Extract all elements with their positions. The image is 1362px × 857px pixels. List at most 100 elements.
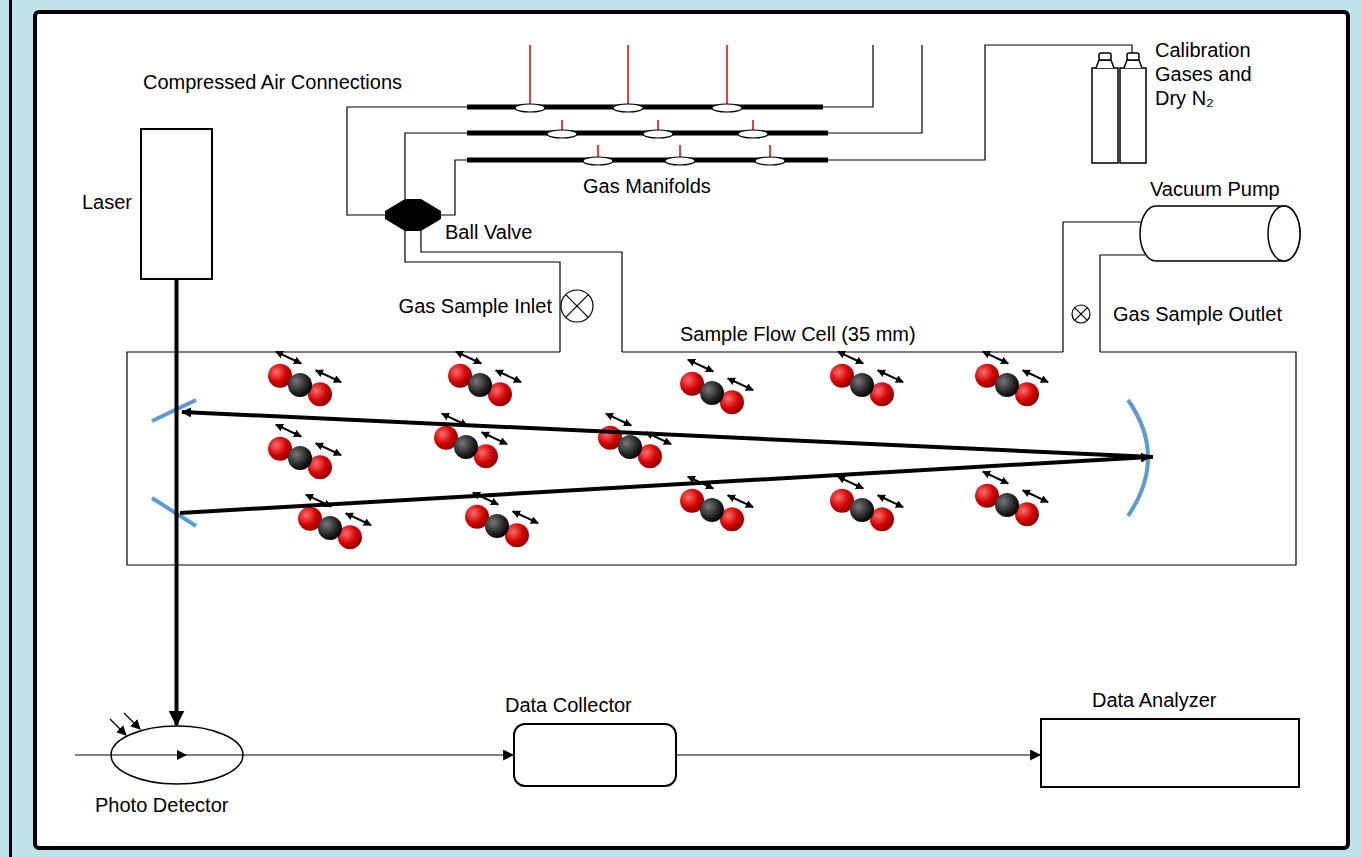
gas-manifold (467, 107, 828, 160)
vacuum-pump-outline (1140, 205, 1300, 262)
drawing-part (1120, 68, 1146, 163)
part-label: Gas Manifolds (583, 174, 711, 198)
cell-wall (622, 351, 1063, 352)
vibration-arrow (878, 370, 903, 382)
drawing-part (769, 145, 771, 157)
drawing-part (547, 130, 577, 138)
drawing-part (186, 754, 244, 755)
vibration-arrow (838, 477, 863, 489)
co2-molecule (598, 414, 671, 469)
carbon-atom (700, 381, 724, 405)
co2-molecule (268, 425, 341, 480)
vibration-arrow (983, 472, 1008, 484)
outlet-valve (1072, 305, 1090, 323)
co2-molecule (448, 352, 521, 407)
drawing-part (828, 45, 1132, 160)
node-label: Laser (82, 190, 132, 214)
vibration-arrow (513, 511, 538, 523)
part-label: Compressed Air Connections (143, 70, 402, 94)
drawing-part (529, 45, 531, 104)
gas-cylinder (1092, 53, 1146, 163)
drawing-part (823, 45, 873, 107)
laser-beam (175, 280, 179, 725)
vacuum-pump: Vacuum Pump (1140, 205, 1300, 262)
co2-molecule (830, 477, 903, 532)
drawing-part (182, 412, 1153, 457)
drawing-part (124, 713, 140, 729)
vibration-arrow (316, 370, 341, 382)
drawing-part (1092, 68, 1118, 163)
air-supply-lines (530, 45, 770, 157)
drawing-part (738, 130, 768, 138)
signal-line (75, 713, 244, 755)
carbon-atom (318, 516, 342, 540)
drawing-part (515, 104, 545, 112)
node-label: Sample Flow Cell (35 mm) (680, 322, 916, 346)
laser-beam (180, 412, 1153, 513)
vibration-arrow (496, 370, 521, 382)
signal-connector (244, 754, 513, 755)
carbon-atom (454, 435, 478, 459)
drawing-part (1072, 305, 1090, 323)
carbon-atom (485, 514, 509, 538)
drawing-part (110, 719, 126, 735)
vibration-arrow (688, 360, 713, 372)
part-label: Ball Valve (445, 220, 532, 244)
vibration-arrow (1023, 370, 1048, 382)
drawing-part (1063, 222, 1145, 352)
co2-molecule (680, 360, 753, 415)
drawing-part (583, 157, 613, 165)
detector-ellipse (111, 726, 243, 784)
drawing-part (180, 457, 1150, 513)
node-label: Photo Detector (95, 793, 228, 817)
node-label: Vacuum Pump (1150, 177, 1280, 201)
laser-box: Laser (140, 128, 213, 280)
carbon-atom (288, 373, 312, 397)
drawing-part (752, 120, 754, 130)
vibration-arrow (606, 414, 631, 426)
drawing-part (561, 120, 563, 130)
part-label: Calibration Gases and Dry N₂ (1155, 38, 1280, 110)
co2-molecule (830, 352, 903, 407)
side-frame (0, 0, 12, 857)
drawing-part (405, 133, 467, 199)
drawing-part (755, 157, 785, 165)
carbon-atom (850, 498, 874, 522)
drawing-part (561, 290, 593, 322)
vibration-arrow (316, 443, 341, 455)
manifold-valve (515, 104, 785, 165)
node-label: Data Collector (505, 693, 632, 717)
drawing-part (613, 104, 643, 112)
vibration-arrow (983, 352, 1008, 364)
drawing-part (679, 145, 681, 157)
co2-molecules (268, 352, 1048, 550)
photo-detector-outline (110, 725, 244, 785)
vibration-arrow (276, 425, 301, 437)
pump-end (1268, 206, 1300, 261)
co2-molecule (434, 414, 507, 469)
drawing-part (726, 45, 728, 104)
drawing-part (627, 45, 629, 104)
flow-cell-outline (127, 352, 1296, 565)
drawing-part (1124, 60, 1142, 68)
cell-wall (127, 352, 1296, 565)
drawing-part (75, 754, 186, 755)
drawing-part (643, 130, 673, 138)
co2-molecule (268, 352, 341, 407)
drawing-part (566, 295, 589, 318)
drawing-part (347, 107, 467, 215)
part-label: Gas Sample Outlet (1113, 302, 1282, 326)
co2-molecule (465, 493, 538, 548)
vibration-arrow (728, 495, 753, 507)
drawing-part (405, 228, 560, 352)
vibration-arrow (482, 432, 507, 444)
drawing-part (566, 295, 589, 318)
vibration-arrow (346, 513, 371, 525)
vibration-arrow (276, 352, 301, 364)
vibration-arrow (728, 378, 753, 390)
inlet-valve (561, 290, 593, 322)
carbon-atom (700, 498, 724, 522)
drawing-part (1075, 308, 1088, 321)
carbon-atom (850, 373, 874, 397)
